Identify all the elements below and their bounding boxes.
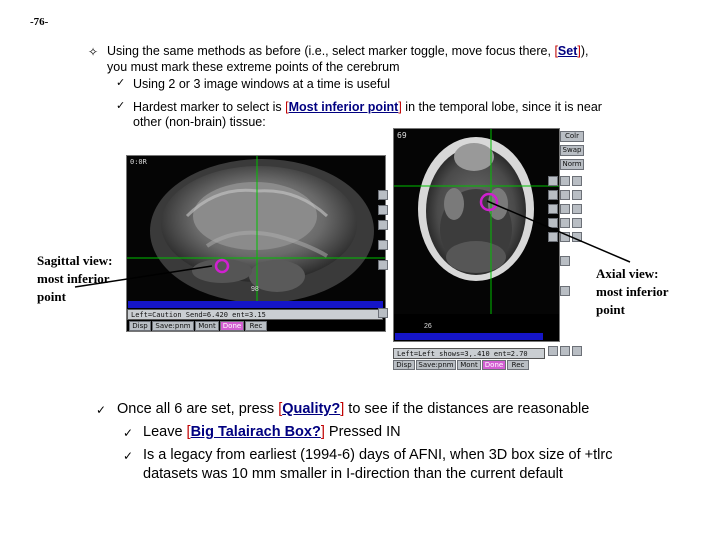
intro-sub-2: Hardest marker to select is [Most inferi… (133, 100, 602, 115)
bracket: ] (340, 401, 345, 417)
sagittal-pointer-line (74, 265, 213, 288)
side-control[interactable] (378, 240, 388, 250)
side-control[interactable] (572, 346, 582, 356)
side-control[interactable] (548, 232, 558, 242)
side-control[interactable] (560, 256, 570, 266)
set-link[interactable]: Set (557, 44, 578, 58)
outro-line-1: Once all 6 are set, press [Quality?] to … (117, 400, 589, 419)
bracket: [ (278, 401, 283, 417)
mont-button[interactable]: Mont (195, 321, 219, 331)
arrow-bullet-icon: ✓ (116, 77, 126, 89)
axial-pointer-line (486, 200, 631, 263)
bracket: [ (186, 424, 191, 440)
side-control[interactable] (572, 176, 582, 186)
sagittal-brain-image[interactable] (127, 156, 385, 301)
norm-button[interactable]: Norm (560, 159, 584, 170)
arrow-bullet-icon: ✓ (96, 403, 107, 417)
disp-button[interactable]: Disp (393, 360, 415, 370)
side-control[interactable] (548, 346, 558, 356)
corner-label: 0:0R (130, 158, 147, 166)
arrow-bullet-icon: ✓ (116, 100, 126, 112)
marker-circle (214, 258, 230, 274)
intro-sub-1: Using 2 or 3 image windows at a time is … (133, 77, 391, 91)
outro-line-1-text: Once all 6 are set, press (117, 401, 279, 417)
bracket: ] (320, 424, 325, 440)
done-button[interactable]: Done (482, 360, 506, 370)
side-control[interactable] (378, 260, 388, 270)
outro-sub-1-end: Pressed IN (324, 424, 401, 440)
mont-button[interactable]: Mont (457, 360, 481, 370)
page-number: -76- (30, 16, 49, 28)
sagittal-label-line: Sagittal view: (37, 253, 113, 268)
outro-sub-2: Is a legacy from earliest (1994-6) days … (143, 447, 613, 463)
sagittal-image-window[interactable]: 0:0R 98 Left=Caution Send=6.420 ent=3.15… (126, 155, 386, 332)
side-control[interactable] (572, 218, 582, 228)
side-control[interactable] (560, 190, 570, 200)
side-control[interactable] (378, 190, 388, 200)
rec-button[interactable]: Rec (507, 360, 529, 370)
bracket: ] (577, 44, 581, 58)
arrow-bullet-icon: ✓ (123, 426, 134, 440)
side-control[interactable] (560, 346, 570, 356)
side-control[interactable] (548, 218, 558, 228)
intro-line-1: Using the same methods as before (i.e., … (107, 44, 589, 59)
axial-label: Axial view: most inferior point (596, 265, 669, 319)
big-talairach-box-link[interactable]: Big Talairach Box? (190, 424, 321, 440)
done-button[interactable]: Done (220, 321, 244, 331)
corner-label: 69 (397, 131, 407, 140)
sagittal-label-line: most inferior (37, 271, 110, 286)
slider-label: 98 (251, 286, 259, 293)
outro-sub-1: Leave [Big Talairach Box?] Pressed IN (143, 423, 401, 442)
most-inferior-point-link[interactable]: Most inferior point (288, 100, 399, 114)
axial-label-line: Axial view: (596, 266, 659, 281)
side-control[interactable] (378, 308, 388, 318)
save-button[interactable]: Save:pnm (416, 360, 456, 370)
slice-slider[interactable] (128, 301, 383, 308)
marker-circle (479, 192, 499, 212)
intro-sub-2-end: in the temporal lobe, since it is near (401, 100, 602, 114)
side-control[interactable] (560, 286, 570, 296)
bracket: [ (285, 100, 289, 114)
slider-label: 26 (424, 323, 432, 330)
side-control[interactable] (548, 176, 558, 186)
axial-label-line: most inferior (596, 284, 669, 299)
axial-brain-image[interactable] (394, 129, 559, 314)
side-control[interactable] (560, 176, 570, 186)
intro-sub-2-text: Hardest marker to select is (133, 100, 286, 114)
side-control[interactable] (560, 218, 570, 228)
side-control[interactable] (560, 204, 570, 214)
outro-sub-2-line-2: datasets was 10 mm smaller in I-directio… (143, 466, 563, 482)
intro-line-1-text: Using the same methods as before (i.e., … (107, 44, 555, 58)
arrow-bullet-icon: ✓ (123, 449, 134, 463)
save-button[interactable]: Save:pnm (152, 321, 194, 331)
diamond-bullet-icon: ✧ (88, 45, 99, 59)
intro-sub-2-line-2: other (non-brain) tissue: (133, 115, 266, 129)
side-control[interactable] (548, 190, 558, 200)
sagittal-label-line: point (37, 289, 66, 304)
side-control[interactable] (572, 204, 582, 214)
axial-image-window[interactable]: 69 26 (393, 128, 560, 342)
side-control[interactable] (378, 220, 388, 230)
side-control[interactable] (572, 190, 582, 200)
sagittal-label: Sagittal view: most inferior point (37, 252, 112, 306)
rec-button[interactable]: Rec (245, 321, 267, 331)
side-control[interactable] (548, 204, 558, 214)
bracket: [ (554, 44, 558, 58)
quality-link[interactable]: Quality? (282, 401, 341, 417)
slice-slider[interactable] (395, 333, 543, 340)
intro-line-2: you must mark these extreme points of th… (107, 60, 400, 74)
intro-line-1-end: ), (580, 44, 589, 58)
side-control[interactable] (378, 205, 388, 215)
axial-label-line: point (596, 302, 625, 317)
status-bar: Left=Left shows=3,.410 ent=2.70 (393, 348, 545, 359)
swap-button[interactable]: Swap (560, 145, 584, 156)
disp-button[interactable]: Disp (129, 321, 151, 331)
bracket: ] (398, 100, 402, 114)
colr-button[interactable]: Colr (560, 131, 584, 142)
outro-sub-1-text: Leave (143, 424, 187, 440)
outro-line-1-end: to see if the distances are reasonable (344, 401, 590, 417)
